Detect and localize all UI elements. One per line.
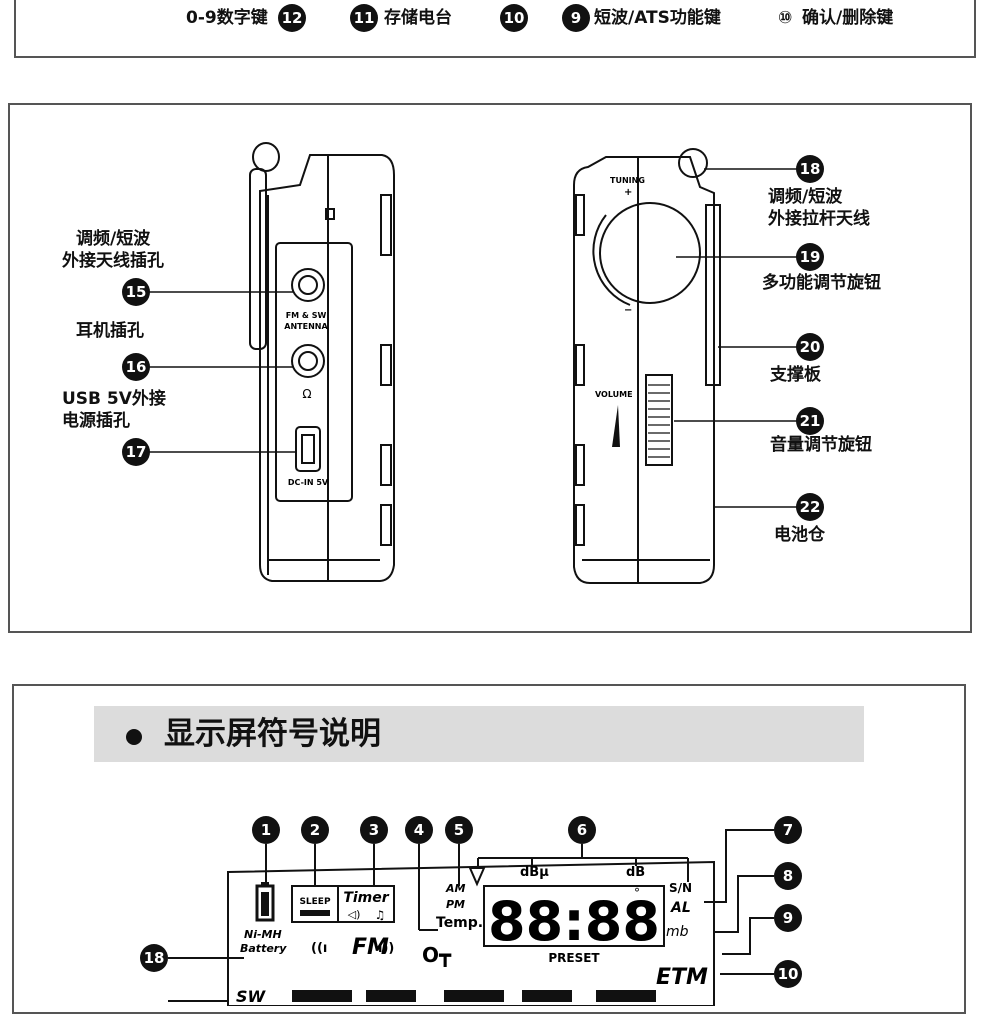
number-badge-4: 4 xyxy=(405,816,433,844)
dbu-label: dBμ xyxy=(520,865,549,880)
number-badge-6: 6 xyxy=(568,816,596,844)
am-label: AM xyxy=(445,882,466,895)
callout-17-line2: 电源插孔 xyxy=(62,411,130,431)
al-label: AL xyxy=(670,900,691,916)
number-badge-9-display: 9 xyxy=(774,904,802,932)
number-badge-20: 20 xyxy=(796,333,824,361)
side-view-drawing: FM & SW ANTENNA Ω DC-IN 5V xyxy=(148,142,800,584)
number-badge-18: 18 xyxy=(796,155,824,183)
number-badge-11: 11 xyxy=(350,4,378,32)
label-digit-keys: 0-9数字键 xyxy=(186,8,268,28)
number-badge-3: 3 xyxy=(360,816,388,844)
number-badge-5: 5 xyxy=(445,816,473,844)
sn-label: S/N xyxy=(669,881,692,895)
callout-17-line1: USB 5V外接 xyxy=(62,389,166,409)
etm-label: ETM xyxy=(656,965,708,990)
timer-label: Timer xyxy=(343,890,389,906)
volume-wedge-icon xyxy=(612,405,620,447)
battery-label: Battery xyxy=(240,942,287,955)
number-badge-22: 22 xyxy=(796,493,824,521)
lcd-frame xyxy=(227,860,715,1006)
port-label-dc-in: DC-IN 5V xyxy=(288,478,329,487)
callout-21-line1: 音量调节旋钮 xyxy=(770,435,872,455)
port-label-fm-sw: FM & SW xyxy=(286,311,327,320)
main-digits: 88:88 xyxy=(488,890,660,953)
headphone-icon: Ω xyxy=(302,387,311,401)
nimh-label: Ni-MH xyxy=(244,928,282,941)
callout-15-line2: 外接天线插孔 xyxy=(62,251,164,271)
key-lock-icon: O┳ xyxy=(422,943,452,968)
fm-label: FM xyxy=(352,935,389,960)
number-badge-15: 15 xyxy=(122,278,150,306)
preset-label: PRESET xyxy=(548,951,600,965)
callout-22-line1: 电池仓 xyxy=(774,525,825,545)
bullet-icon xyxy=(126,729,142,745)
stereo-icon: ı)) xyxy=(378,941,394,956)
label-confirm-delete-key: 确认/删除键 xyxy=(802,8,894,28)
mb-label: mb xyxy=(666,924,689,940)
number-badge-7: 7 xyxy=(774,816,802,844)
right-device-outline xyxy=(573,148,721,584)
callout-18-line1: 调频/短波 xyxy=(768,187,843,207)
pm-label: PM xyxy=(446,898,465,911)
number-badge-18-display: 18 xyxy=(140,944,168,972)
lcd-diagram: SLEEP Timer ◁) ♫ AM PM Temp. O┳ dBμ dB 8… xyxy=(168,829,774,1006)
tuning-minus: − xyxy=(624,305,632,316)
number-badge-10-outline: ⑩ xyxy=(778,8,793,28)
volume-label: VOLUME xyxy=(595,390,633,399)
digit-window xyxy=(483,885,665,947)
headphone-port xyxy=(291,344,325,378)
number-badge-10-display: 10 xyxy=(774,960,802,988)
number-badge-16: 16 xyxy=(122,353,150,381)
db-label: dB xyxy=(626,865,645,880)
number-badge-10: 10 xyxy=(500,4,528,32)
callout-18-line2: 外接拉杆天线 xyxy=(768,209,870,229)
number-badge-19: 19 xyxy=(796,243,824,271)
usb-port xyxy=(295,426,321,472)
callout-15-line1: 调频/短波 xyxy=(76,229,151,249)
antenna-port xyxy=(291,268,325,302)
top-key-legend-panel: 0-9数字键 12 11 存储电台 10 9 短波/ATS功能键 ⑩ 确认/删除… xyxy=(14,0,976,58)
section-header-band xyxy=(94,706,864,762)
signal-antenna-icon xyxy=(468,867,486,887)
display-legend-panel: 显示屏符号说明 SLEEP Timer ◁) ♫ AM PM Temp. O┳ … xyxy=(12,684,966,1014)
callout-20-line1: 支撑板 xyxy=(770,365,821,385)
sw-label: SW xyxy=(236,987,267,1006)
label-sw-ats-key: 短波/ATS功能键 xyxy=(594,8,721,28)
number-badge-2: 2 xyxy=(301,816,329,844)
alarm-bell-icon: ♫ xyxy=(375,908,386,922)
number-badge-21: 21 xyxy=(796,407,824,435)
number-badge-9: 9 xyxy=(562,4,590,32)
temp-label: Temp. xyxy=(436,915,483,931)
port-label-antenna: ANTENNA xyxy=(284,322,328,331)
callout-16-line1: 耳机插孔 xyxy=(76,321,144,341)
label-store-station: 存储电台 xyxy=(384,8,452,28)
number-badge-1: 1 xyxy=(252,816,280,844)
number-badge-12: 12 xyxy=(278,4,306,32)
number-badge-17: 17 xyxy=(122,438,150,466)
lower-segment-digits xyxy=(292,990,656,1002)
tuning-label: TUNING xyxy=(610,176,645,185)
section-title: 显示屏符号说明 xyxy=(164,716,381,752)
side-view-panel: FM & SW ANTENNA Ω DC-IN 5V xyxy=(8,103,972,633)
timer-box xyxy=(337,885,395,923)
degree-icon: ° xyxy=(634,886,640,900)
volume-wheel-ridges xyxy=(648,384,670,458)
speaker-icon: ◁) xyxy=(348,908,361,921)
battery-icon xyxy=(255,882,275,922)
callout-19-line1: 多功能调节旋钮 xyxy=(762,273,881,293)
tuning-plus: + xyxy=(624,187,632,198)
number-badge-8: 8 xyxy=(774,862,802,890)
sleep-bed-icon xyxy=(300,910,330,916)
left-device-outline xyxy=(249,142,395,582)
rds-signal-icon: ((ı xyxy=(311,941,327,956)
sleep-label: SLEEP xyxy=(299,897,331,907)
